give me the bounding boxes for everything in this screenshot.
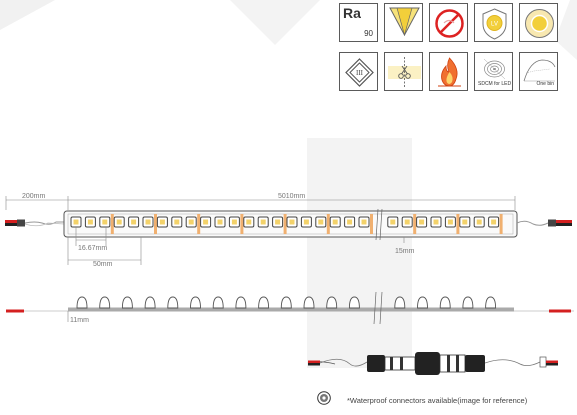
led-dome [326,296,338,309]
led-phosphor [73,219,79,225]
feature-icon-grid: Ra 90 LV III [339,3,560,95]
corner-shape [0,0,55,30]
led-dome [485,296,497,309]
led-dome [394,296,406,309]
ra-index-icon: Ra 90 [339,3,378,42]
svg-text:III: III [356,69,364,77]
led-dome [121,296,133,309]
led-phosphor [131,219,137,225]
led-phosphor [390,219,396,225]
led-phosphor [203,219,209,225]
led-dome [417,296,428,309]
width-label: 15mm [395,248,415,255]
led-dome [280,296,292,309]
length-dimensions [5,196,516,210]
led-phosphor [419,219,425,225]
led-phosphor [462,219,468,225]
cut-pad [370,214,373,234]
led-dome [76,296,88,309]
no-uv-icon [429,3,468,42]
ra-value: 90 [364,29,373,38]
led-phosphor [289,219,295,225]
led-phosphor [87,219,93,225]
led-dome [462,296,474,309]
one-bin-label: One bin [536,81,554,87]
led-phosphor [174,219,180,225]
led-phosphor [260,219,266,225]
diamond-shape [230,0,320,45]
led-dome [235,296,247,309]
cut-unit-label: 50mm [93,261,113,268]
cut-pad [197,214,201,234]
cut-pad [499,214,503,234]
cut-pad [456,214,460,234]
connector-icon [317,391,331,405]
right-wire [516,219,572,227]
cut-pad [283,214,287,234]
led-dome [348,296,360,309]
led-dome [258,296,270,309]
pitch-label: 16.67mm [78,245,107,252]
cut-pad [110,214,114,234]
waterproof-connector [307,352,558,375]
led-phosphor [145,219,151,225]
led-domes [76,296,497,309]
sdcm-icon: SDCM for LED [474,52,513,91]
cut-pad [413,214,417,234]
led-dome [144,296,156,309]
led-phosphor [332,219,338,225]
low-voltage-icon: LV [474,3,513,42]
cut-pad [240,214,244,234]
waterproof-note: *Waterproof connectors available(image f… [347,396,528,405]
sdcm-label: SDCM for LED [478,81,512,87]
warm-light-icon [519,3,558,42]
lead-length-label: 200mm [22,193,46,200]
led-strip-top-view [63,208,518,241]
led-phosphor [433,219,439,225]
led-chips [70,214,503,234]
left-wire [5,219,65,227]
one-bin-icon: One bin [519,52,558,91]
led-phosphor [246,219,252,225]
cuttable-icon [384,52,423,91]
led-phosphor [188,219,194,225]
flame-retardant-icon [429,52,468,91]
beam-angle-icon [384,3,423,42]
strip-length-label: 5010mm [278,193,305,200]
svg-text:LV: LV [491,22,498,28]
led-phosphor [491,219,497,225]
led-dome [212,296,224,309]
led-dome [99,296,111,309]
height-label: 11mm [70,317,89,324]
led-dome [167,296,179,309]
led-phosphor [217,219,223,225]
led-strip-side-view [6,291,574,325]
led-phosphor [116,219,122,225]
led-phosphor [476,219,482,225]
led-phosphor [447,219,453,225]
led-phosphor [159,219,165,225]
led-phosphor [347,219,353,225]
ra-label: Ra [343,5,361,21]
led-phosphor [231,219,237,225]
cut-pad [154,214,157,234]
cut-pad [326,214,330,234]
led-phosphor [361,219,367,225]
led-dome [439,296,451,309]
led-phosphor [102,219,108,225]
led-dome [303,296,315,309]
led-phosphor [275,219,281,225]
class-iii-icon: III [339,52,378,91]
led-phosphor [404,219,410,225]
right-edge-shape [555,0,577,60]
led-dome [190,296,201,309]
led-phosphor [318,219,324,225]
led-phosphor [303,219,309,225]
center-stripe [307,138,412,368]
pitch-dimensions [67,227,405,265]
